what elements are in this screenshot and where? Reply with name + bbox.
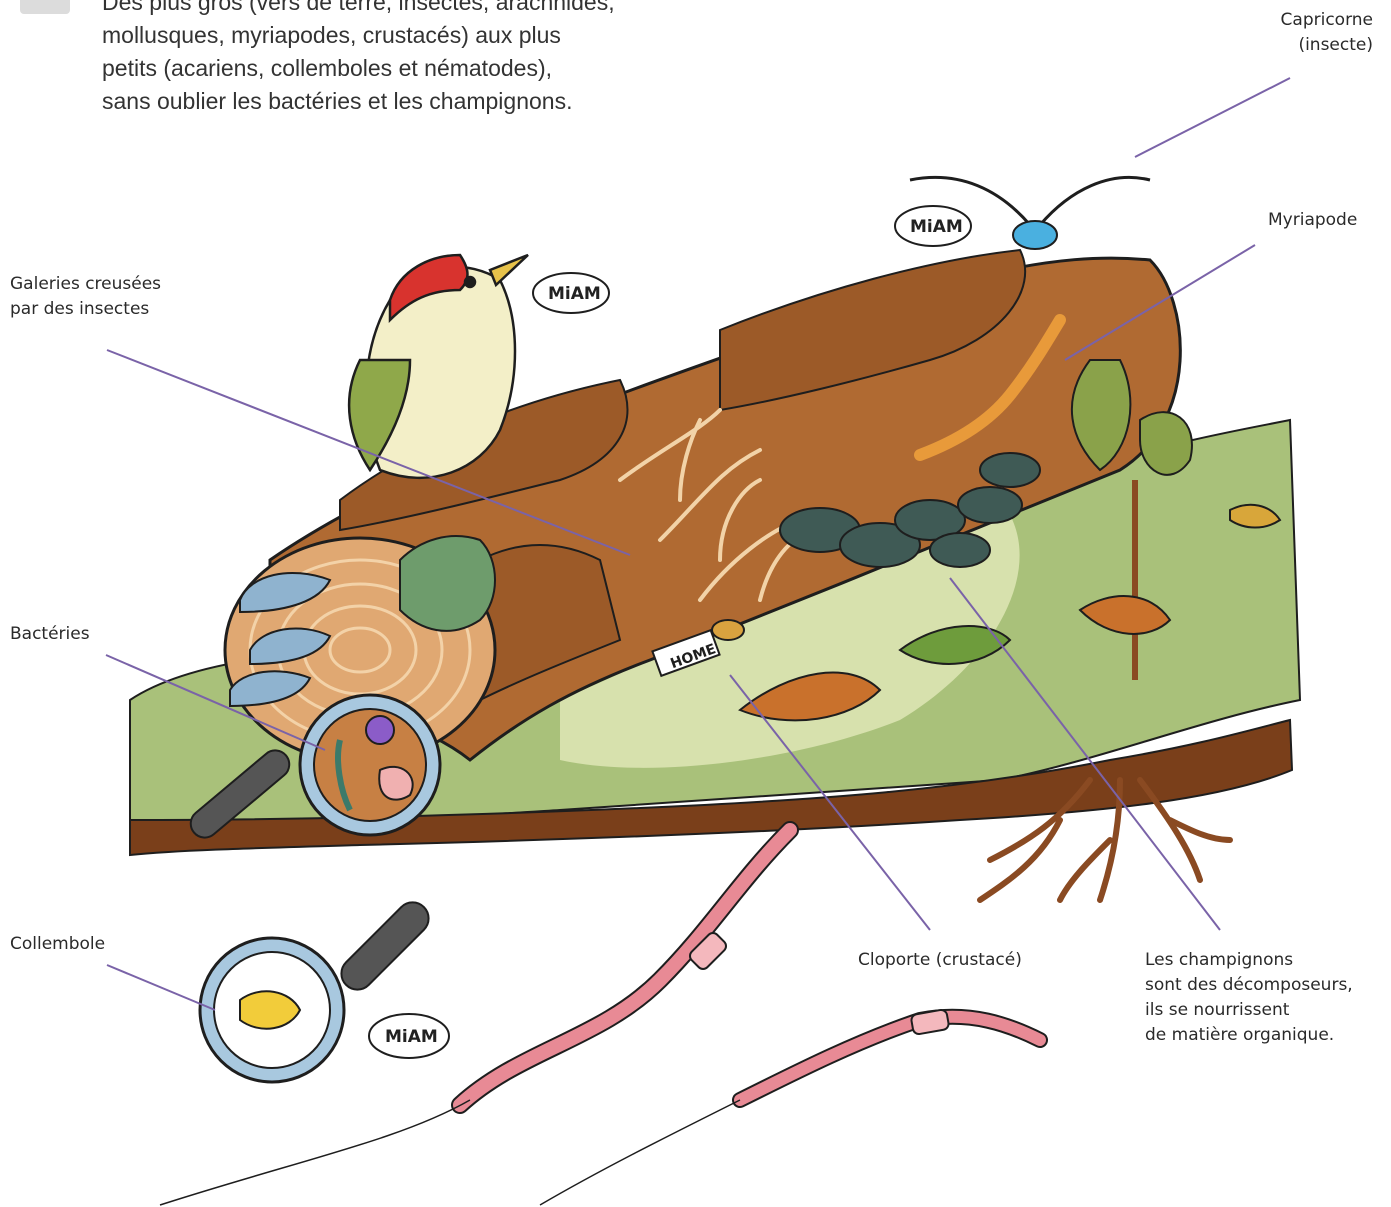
- label-capricorne-line-1: Capricorne: [1281, 8, 1373, 33]
- label-cloporte: Cloporte (crustacé): [858, 948, 1022, 973]
- woodlouse: [712, 620, 744, 640]
- leader-capricorne: [1135, 78, 1290, 157]
- label-galeries-line-1: Galeries creusées: [10, 272, 161, 297]
- label-bacteries: Bactéries: [10, 622, 90, 647]
- bubble-capricorne: MiAM: [895, 206, 971, 246]
- label-myriapode: Myriapode: [1268, 208, 1357, 233]
- label-collembole: Collembole: [10, 932, 105, 957]
- label-capricorne-line-2: (insecte): [1281, 33, 1373, 58]
- label-champignons-line-4: de matière organique.: [1145, 1023, 1353, 1048]
- bubble-collembole-text: MiAM: [385, 1027, 438, 1047]
- label-galeries-line-2: par des insectes: [10, 297, 161, 322]
- leader-collembole: [107, 965, 215, 1010]
- label-galeries: Galeries creusées par des insectes: [10, 272, 161, 322]
- bubble-woodpecker: MiAM: [533, 273, 609, 313]
- bubble-collembole: MiAM: [369, 1014, 449, 1058]
- bubble-woodpecker-text: MiAM: [548, 284, 601, 304]
- label-champignons: Les champignons sont des décomposeurs, i…: [1145, 948, 1353, 1048]
- label-champignons-line-2: sont des décomposeurs,: [1145, 973, 1353, 998]
- label-capricorne: Capricorne (insecte): [1281, 8, 1373, 58]
- label-champignons-line-1: Les champignons: [1145, 948, 1353, 973]
- moss: [400, 536, 495, 631]
- label-champignons-line-3: ils se nourrissent: [1145, 998, 1353, 1023]
- bubble-capricorne-text: MiAM: [910, 217, 963, 237]
